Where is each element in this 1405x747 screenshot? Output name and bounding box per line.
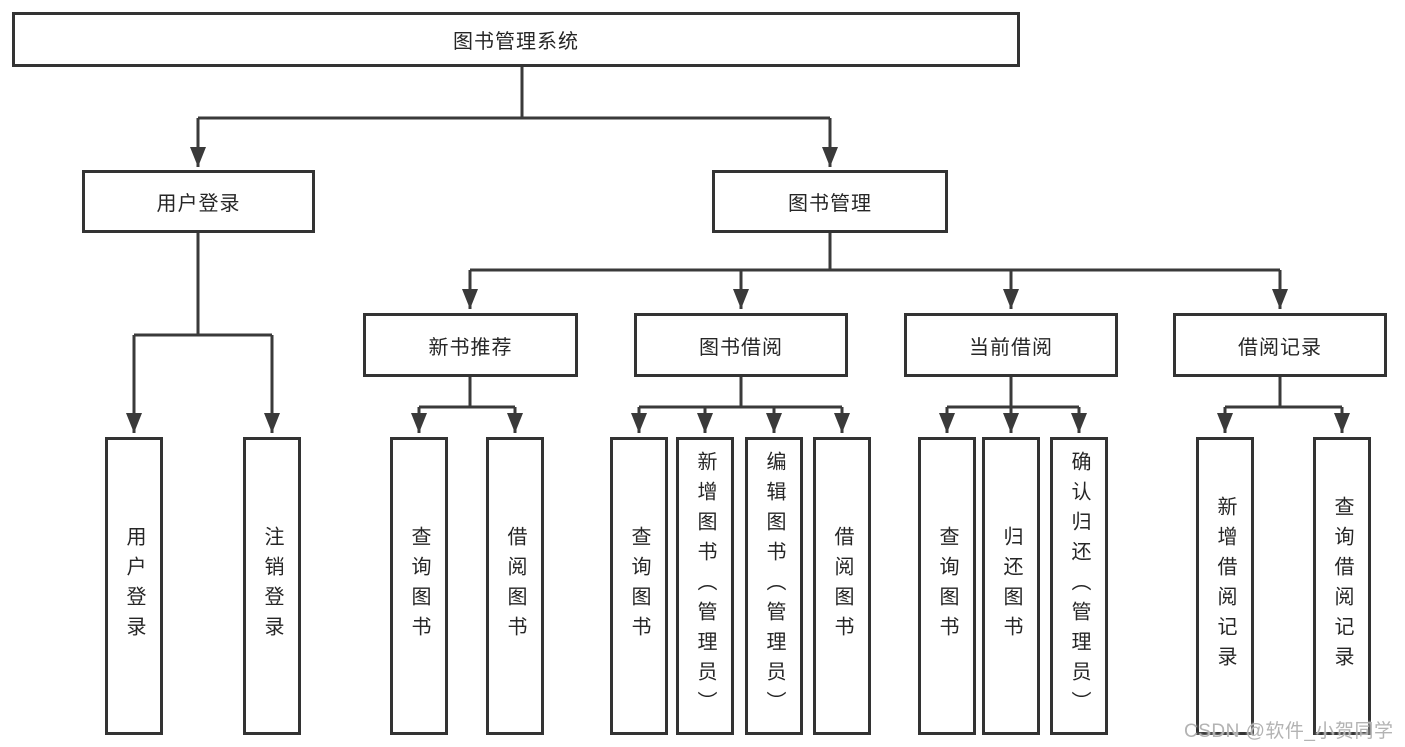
node-logout-action-label: 注销登录 [261,526,283,646]
node-book-management-system-label: 图书管理系统 [453,31,579,53]
node-confirm-return-admin-label: 确认归还（管理员） [1068,451,1090,721]
watermark: CSDN @软件_小贺同学 [1184,721,1394,742]
node-borrow-records: 借阅记录 [1173,313,1387,377]
node-borrow-query-book: 查询图书 [610,437,668,735]
node-current-query-book: 查询图书 [918,437,976,735]
node-book-borrowing-label: 图书借阅 [699,336,783,359]
node-current-borrowing: 当前借阅 [904,313,1118,377]
node-add-book-admin: 新增图书（管理员） [676,437,734,735]
node-newrec-query-book: 查询图书 [390,437,448,735]
node-user-login-action-label: 用户登录 [123,526,145,646]
node-edit-book-admin: 编辑图书（管理员） [745,437,803,735]
node-borrow-book-label: 借阅图书 [831,526,853,646]
node-add-borrow-record: 新增借阅记录 [1196,437,1254,735]
node-borrow-query-book-label: 查询图书 [628,526,650,646]
node-add-borrow-record-label: 新增借阅记录 [1214,496,1236,676]
node-add-book-admin-label: 新增图书（管理员） [694,451,716,721]
node-book-management-system: 图书管理系统 [12,12,1020,67]
node-book-management-label: 图书管理 [788,193,872,215]
node-user-login-action: 用户登录 [105,437,163,735]
node-borrow-book: 借阅图书 [813,437,871,735]
node-borrow-records-label: 借阅记录 [1238,336,1322,359]
node-logout-action: 注销登录 [243,437,301,735]
node-return-book: 归还图书 [982,437,1040,735]
node-new-book-recommend-label: 新书推荐 [428,336,513,359]
node-user-login-label: 用户登录 [156,193,241,215]
node-confirm-return-admin: 确认归还（管理员） [1050,437,1108,735]
node-return-book-label: 归还图书 [1000,526,1022,646]
node-book-management: 图书管理 [712,170,948,233]
node-current-query-book-label: 查询图书 [936,526,958,646]
node-current-borrowing-label: 当前借阅 [969,336,1053,359]
node-query-borrow-record: 查询借阅记录 [1313,437,1371,735]
node-newrec-borrow-book: 借阅图书 [486,437,544,735]
node-edit-book-admin-label: 编辑图书（管理员） [763,451,785,721]
node-newrec-query-book-label: 查询图书 [408,526,430,646]
node-user-login: 用户登录 [82,170,315,233]
node-query-borrow-record-label: 查询借阅记录 [1331,496,1353,676]
node-book-borrowing: 图书借阅 [634,313,848,377]
node-new-book-recommend: 新书推荐 [363,313,578,377]
node-newrec-borrow-book-label: 借阅图书 [504,526,526,646]
